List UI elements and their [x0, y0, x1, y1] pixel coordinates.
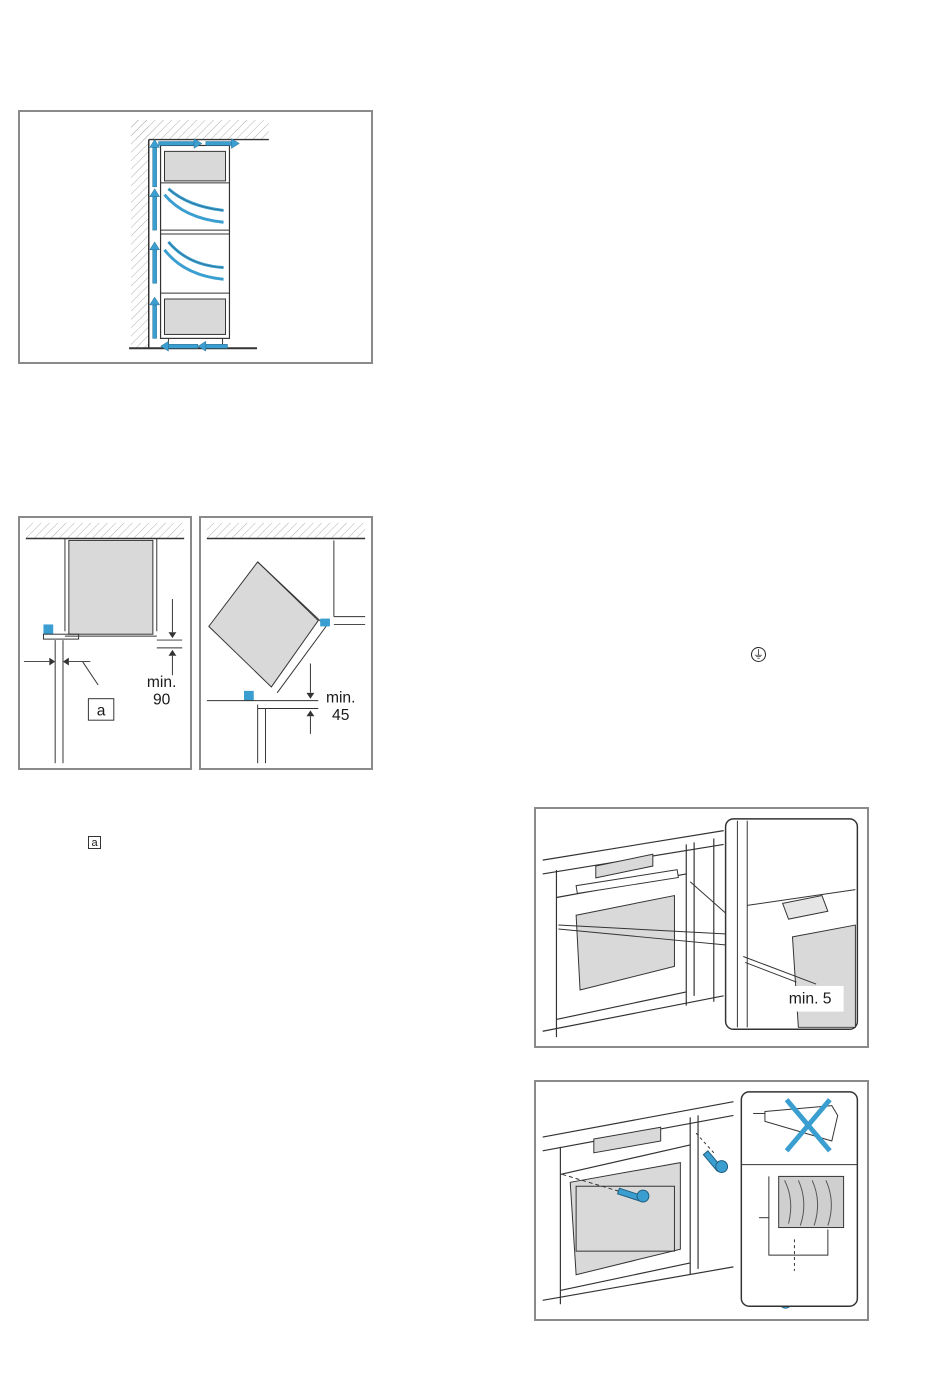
oven-gap-illustration: min. 5	[536, 809, 867, 1046]
dimension-label: min. 5	[789, 991, 832, 1008]
oven-gap-figure: min. 5	[534, 807, 869, 1048]
dimension-label-line2: 45	[332, 707, 350, 724]
earth-symbol-icon: ⏚	[751, 647, 766, 662]
dimension-label-line2: 90	[153, 692, 171, 709]
dimension-label-line1: min.	[147, 674, 177, 691]
callout-marker-a: a	[88, 836, 101, 849]
callout-label-a: a	[97, 702, 106, 719]
ventilation-figure	[18, 110, 373, 364]
door-clearance-left-illustration: a min. 90	[20, 518, 190, 768]
oven-screw-illustration	[536, 1082, 867, 1319]
door-clearance-left-figure: a min. 90	[18, 516, 192, 770]
ventilation-illustration	[20, 112, 371, 362]
door-clearance-right-illustration: min. 45	[201, 518, 371, 768]
door-clearance-right-figure: min. 45	[199, 516, 373, 770]
oven-screw-figure	[534, 1080, 869, 1321]
dimension-label-line1: min.	[326, 690, 356, 707]
